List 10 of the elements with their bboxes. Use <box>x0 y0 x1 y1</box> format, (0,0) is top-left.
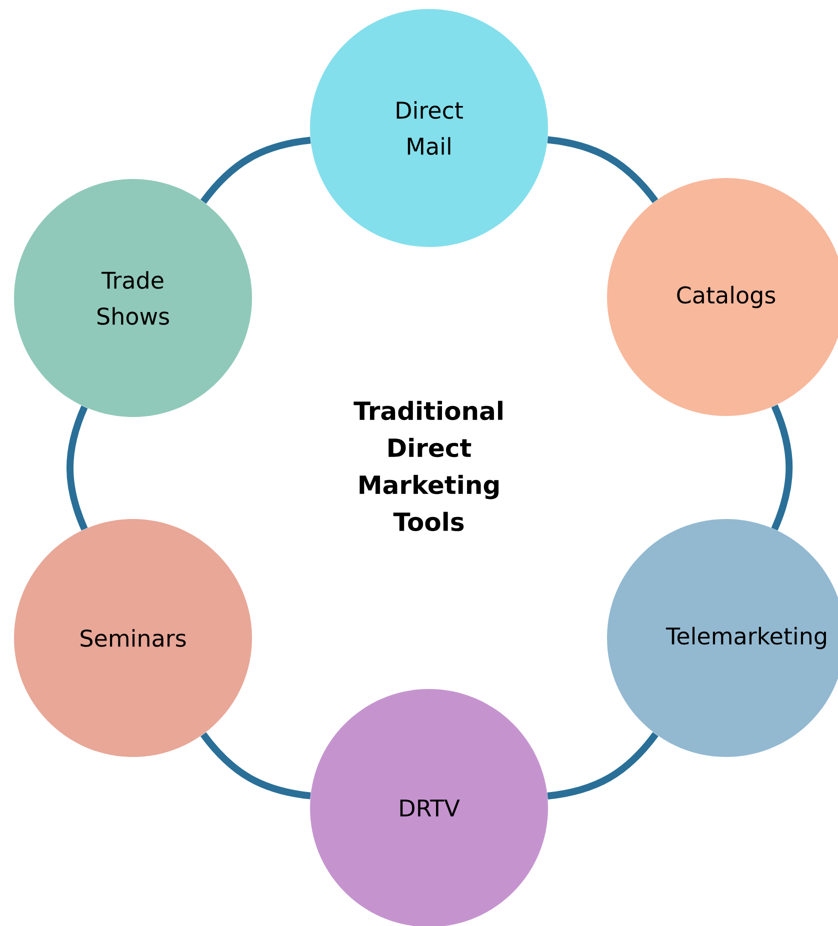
circle-node: Direct Mail <box>310 9 548 247</box>
ring-arc <box>547 732 658 800</box>
center-title: Traditional Direct Marketing Tools <box>354 400 502 532</box>
ring-arc <box>200 136 311 204</box>
ring-arc <box>547 136 658 204</box>
ring-arc <box>200 732 311 800</box>
ring-arc <box>66 406 88 530</box>
ring-arc <box>771 404 793 530</box>
circle-node: Seminars <box>14 519 252 757</box>
circle-node: Trade Shows <box>14 179 252 417</box>
